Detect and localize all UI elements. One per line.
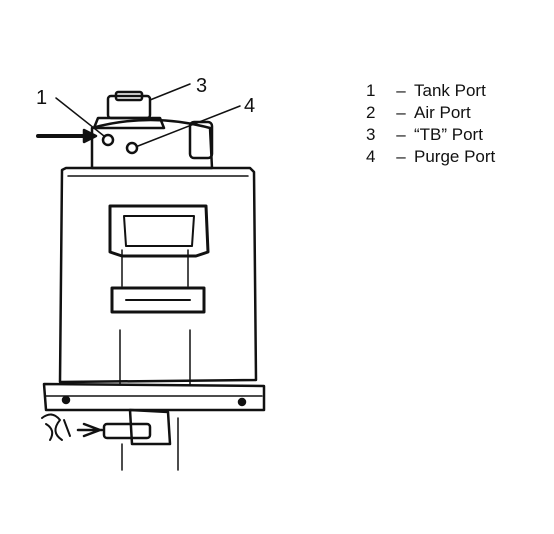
legend-separator: –	[396, 81, 406, 100]
legend-item-air-port: 2 – Air Port	[366, 102, 495, 124]
legend-number: 4	[366, 147, 376, 166]
canister-clip	[110, 286, 206, 314]
leader-line-3	[149, 83, 191, 101]
canister-window	[108, 204, 210, 258]
callout-3: 3	[196, 75, 207, 97]
callout-4: 4	[244, 95, 255, 117]
lower-fitting	[128, 408, 172, 446]
flow-mark	[41, 413, 71, 441]
legend-label: “TB” Port	[414, 125, 483, 144]
canister-top-cap	[90, 118, 214, 170]
legend-label: Air Port	[414, 103, 471, 122]
canister-body	[58, 166, 258, 384]
legend-separator: –	[396, 103, 406, 122]
legend: 1 – Tank Port 2 – Air Port 3 – “TB” Port…	[366, 80, 495, 168]
legend-item-purge-port: 4 – Purge Port	[366, 146, 495, 168]
leader-line-4	[137, 105, 241, 147]
legend-number: 2	[366, 103, 376, 122]
legend-item-tank-port: 1 – Tank Port	[366, 80, 495, 102]
legend-label: Purge Port	[414, 147, 496, 166]
legend-number: 3	[366, 125, 376, 144]
lower-port-tube	[102, 422, 152, 440]
legend-separator: –	[396, 147, 406, 166]
canister-base	[42, 382, 266, 412]
air-port-hole	[125, 141, 139, 155]
legend-number: 1	[366, 81, 376, 100]
legend-label: Tank Port	[414, 81, 486, 100]
callout-1: 1	[36, 87, 47, 109]
legend-separator: –	[396, 125, 406, 144]
tank-port-hole	[101, 133, 115, 147]
legend-item-tb-port: 3 – “TB” Port	[366, 124, 495, 146]
leader-line-1	[55, 97, 105, 137]
